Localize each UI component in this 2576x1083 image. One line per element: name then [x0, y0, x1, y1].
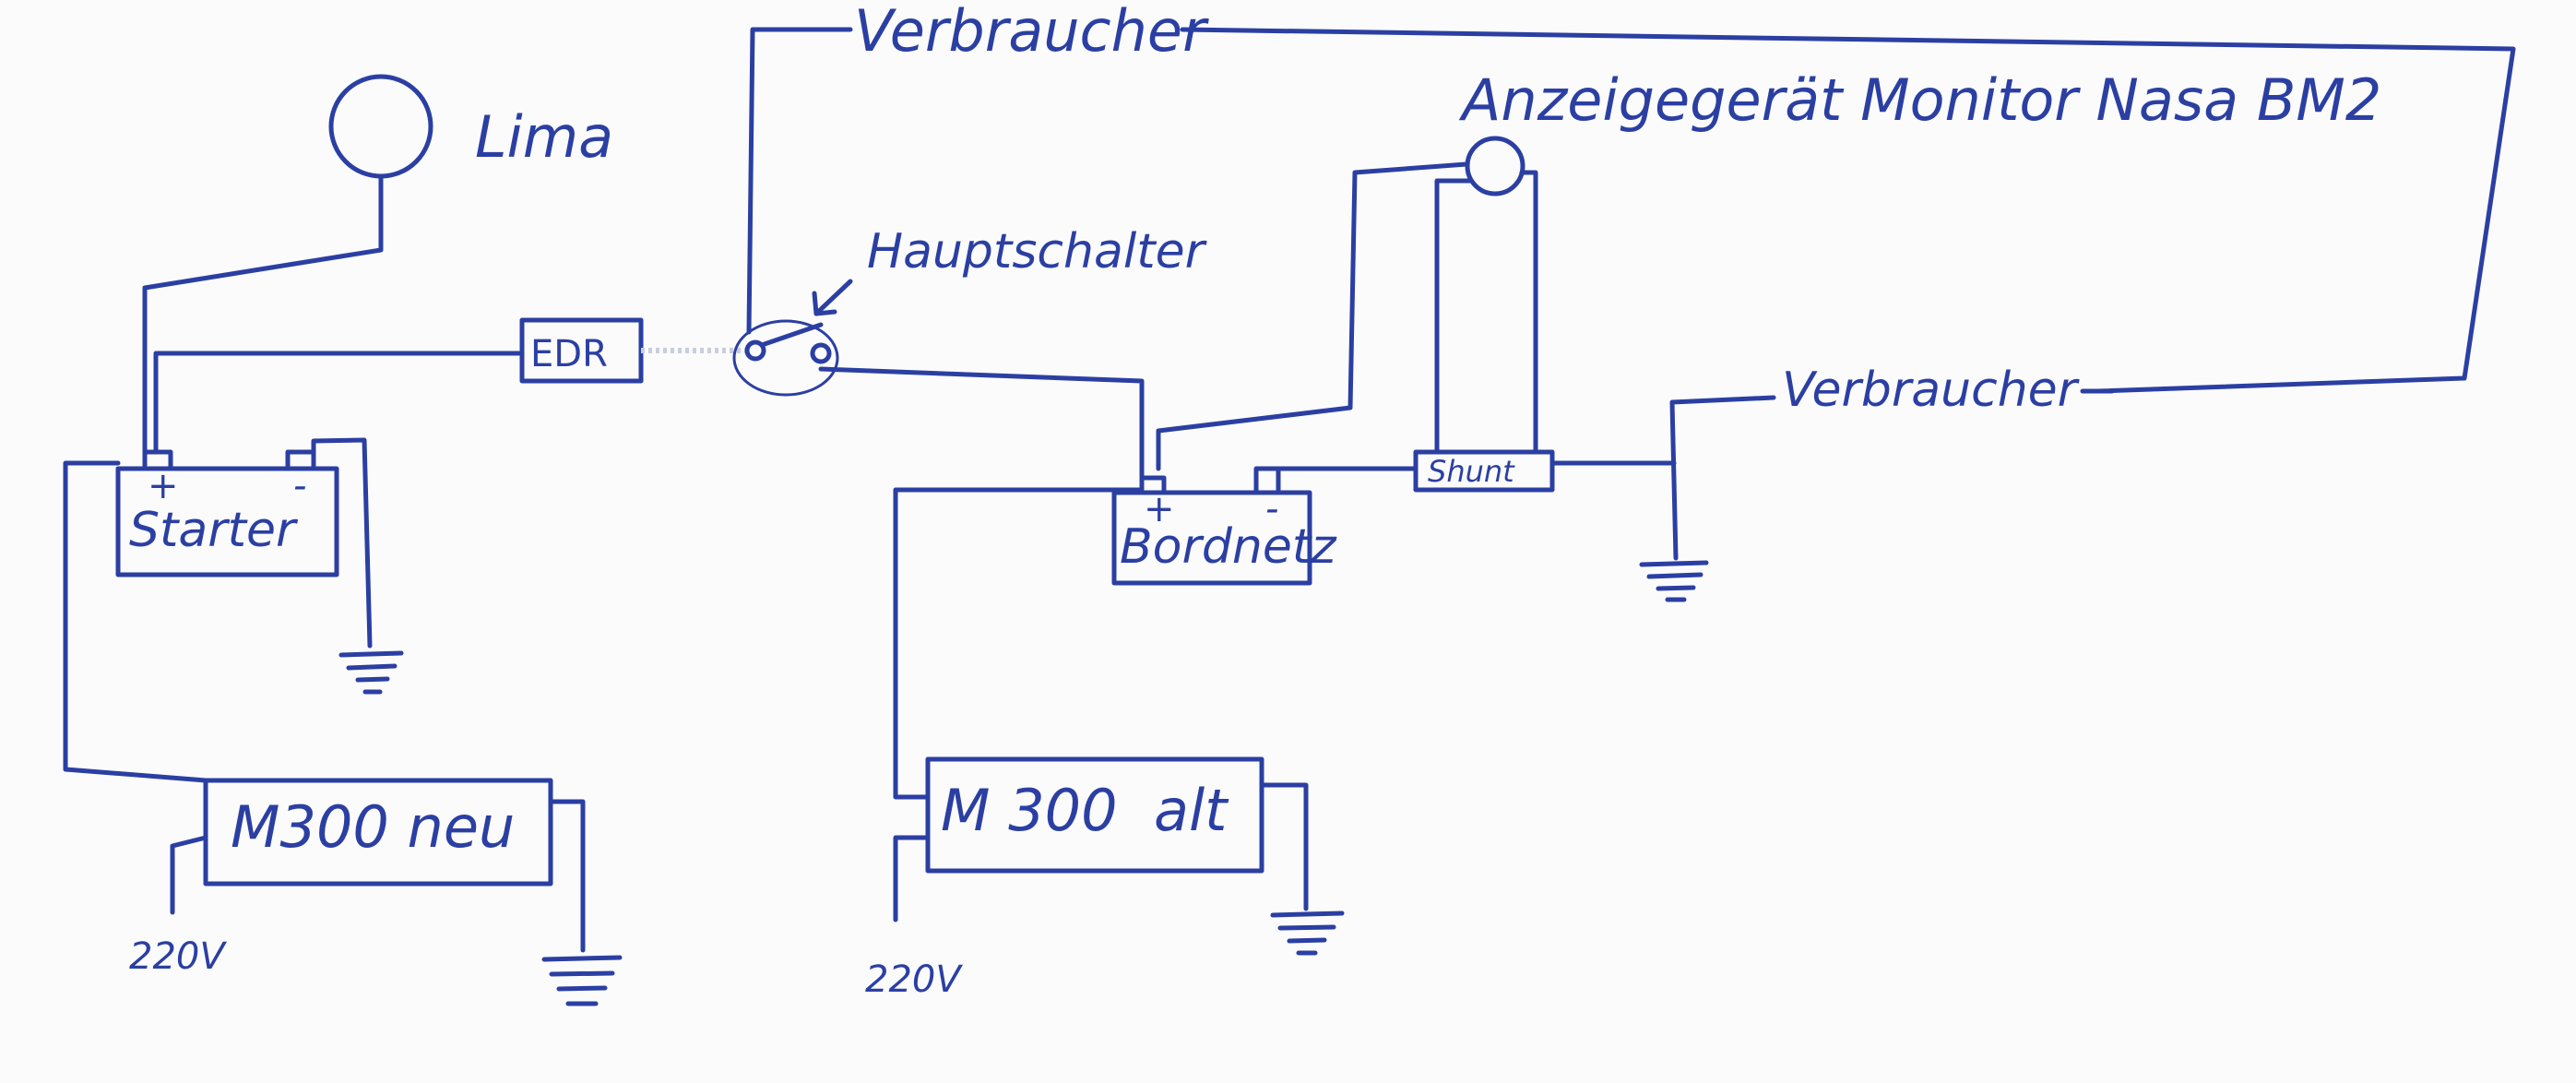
wire-monitor-shunt-left [1434, 178, 1474, 455]
bordnetz-minus-terminal [1253, 466, 1281, 495]
verbraucher-top-label: Verbraucher [854, 0, 1209, 65]
wire-m300alt-ground [1259, 782, 1309, 911]
wire-220v-mid [893, 835, 931, 922]
starter-minus-terminal [285, 449, 316, 471]
bordnetz-plus-terminal [1139, 475, 1167, 495]
switch-highlight-circle [732, 319, 839, 397]
starter-label: Starter [129, 503, 299, 558]
wire-bordnetz-m300alt [893, 487, 1145, 800]
ground-icon-m300neu [541, 955, 623, 1006]
ground-icon-m300alt [1270, 910, 1345, 956]
switch-lever [759, 322, 824, 348]
monitor-symbol [1465, 136, 1525, 196]
bordnetz-minus-label: - [1265, 488, 1278, 530]
bordnetz-plus-label: + [1144, 488, 1175, 530]
220v-left-label: 220V [129, 935, 227, 978]
switch-terminal-left [744, 339, 766, 362]
arrow-icon [813, 279, 853, 316]
starter-minus-label: - [293, 465, 306, 507]
m300-alt-box [925, 756, 1264, 874]
lima-label: Lima [475, 103, 613, 171]
wire-starter-m300neu [63, 460, 208, 783]
wire-m300neu-ground [548, 799, 586, 953]
arrow-head [812, 291, 837, 316]
wire-switch-bordnetz [818, 366, 1145, 495]
shunt-label: Shunt [1428, 454, 1515, 489]
edr-label: EDR [530, 333, 608, 375]
bordnetz-label: Bordnetz [1120, 519, 1337, 575]
wire-220v-left [170, 835, 208, 915]
ground-icon-shunt [1639, 560, 1709, 602]
wire-verbraucher-loop [1180, 27, 2516, 394]
wire-verbraucher-top [746, 27, 853, 335]
m300-neu-box [203, 778, 553, 887]
wire-starter-edr [153, 351, 525, 455]
220v-mid-label: 220V [865, 958, 963, 1001]
wire-bordnetz-monitor [1156, 161, 1469, 471]
ground-icon-starter [338, 650, 404, 695]
alternator-symbol [328, 74, 433, 179]
wire-lima-starter [142, 173, 384, 459]
m300-alt-label: M 300 alt [941, 777, 1229, 844]
switch-terminal-right [810, 342, 832, 364]
starter-battery-box [115, 466, 339, 577]
wire-starter-ground [311, 437, 373, 649]
verbraucher-right-label: Verbraucher [1782, 363, 2081, 418]
wire-monitor-shunt-right [1519, 170, 1538, 455]
starter-plus-label: + [148, 465, 179, 507]
wire-junction [1669, 395, 1776, 561]
m300-neu-label: M300 neu [231, 793, 515, 861]
anzeigegeraet-label: Anzeigegerät Monitor Nasa BM2 [1458, 66, 2381, 134]
bordnetz-battery-box [1111, 490, 1312, 586]
hauptschalter-label: Hauptschalter [867, 224, 1208, 280]
